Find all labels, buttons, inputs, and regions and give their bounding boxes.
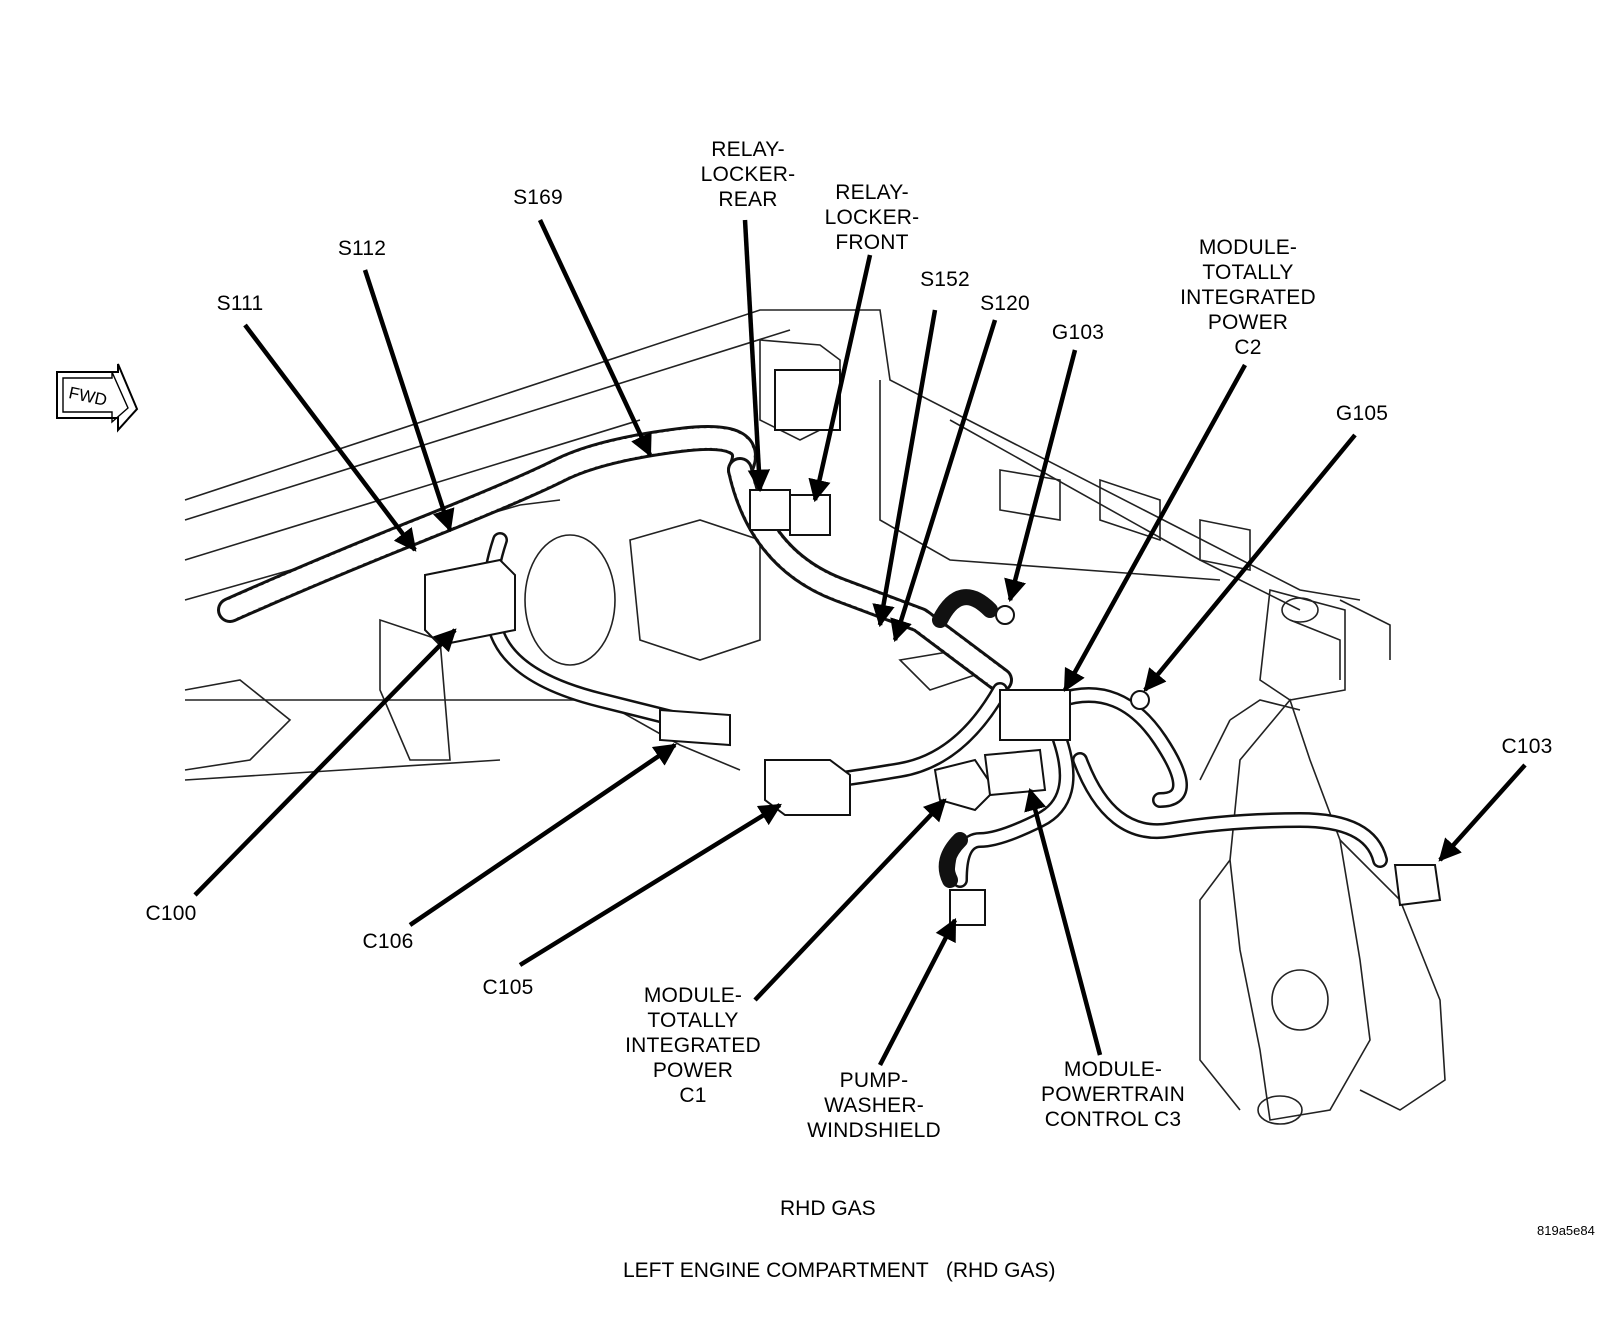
body-outline xyxy=(184,309,1446,1125)
label-g105: G105 xyxy=(1335,402,1389,425)
label-relay-locker-rear: RELAY- LOCKER- REAR xyxy=(700,138,796,211)
arrow-relay-locker-front xyxy=(808,254,873,503)
label-c103: C103 xyxy=(1501,735,1553,758)
arrow-s112 xyxy=(362,269,455,533)
label-c106: C106 xyxy=(362,930,414,953)
arrow-s152 xyxy=(872,309,938,628)
g105-ground-part xyxy=(1130,690,1150,710)
variant-caption: RHD GAS xyxy=(780,1197,876,1220)
label-s111: S111 xyxy=(216,292,264,315)
arrow-c100 xyxy=(193,628,457,897)
label-s152: S152 xyxy=(920,268,970,291)
figure-code: 819a5e84 xyxy=(1537,1223,1595,1238)
figure-title: LEFT ENGINE COMPARTMENT (RHD GAS) xyxy=(623,1259,1056,1282)
arrow-c103 xyxy=(1438,763,1527,862)
components xyxy=(424,369,1442,926)
label-s120: S120 xyxy=(980,292,1030,315)
relay-locker-rear-part xyxy=(749,489,791,531)
arrow-c105 xyxy=(518,803,782,967)
label-c105: C105 xyxy=(482,976,534,999)
arrow-g105 xyxy=(1143,433,1357,692)
arrow-pump-washer xyxy=(878,918,957,1067)
label-pump-washer-windshield: PUMP- WASHER- WINDSHIELD xyxy=(807,1069,941,1142)
label-module-powertrain-c3: MODULE- POWERTRAIN CONTROL C3 xyxy=(1041,1058,1185,1131)
c105-connector-part xyxy=(764,759,851,816)
label-module-tipm-c1: MODULE- TOTALLY INTEGRATED POWER C1 xyxy=(625,984,761,1107)
label-module-tipm-c2: MODULE- TOTALLY INTEGRATED POWER C2 xyxy=(1180,236,1316,359)
c106-connector-part xyxy=(659,708,731,747)
tipm-c1-connector-part xyxy=(933,758,997,812)
arrow-pcm-c3 xyxy=(1024,787,1103,1056)
g103-ground-part xyxy=(995,605,1015,625)
arrow-s111 xyxy=(243,323,417,552)
label-s169: S169 xyxy=(513,186,563,209)
c103-connector-part xyxy=(1393,864,1442,907)
relay-locker-front-part xyxy=(789,494,831,536)
label-relay-locker-front: RELAY- LOCKER- FRONT xyxy=(824,181,920,254)
label-c100: C100 xyxy=(145,902,197,925)
arrow-tipm-c1 xyxy=(753,798,947,1002)
label-s112: S112 xyxy=(337,237,387,260)
label-g103: G103 xyxy=(1051,321,1105,344)
arrow-tipm-c2 xyxy=(1063,363,1247,692)
arrow-relay-locker-rear xyxy=(742,219,771,493)
relay-bracket-part xyxy=(774,369,841,431)
arrow-s169 xyxy=(537,219,653,458)
c100-connector-part xyxy=(424,558,516,647)
fwd-arrow-icon: FWD xyxy=(56,363,139,433)
arrow-c106 xyxy=(408,743,677,927)
washer-pump-connector-part xyxy=(949,889,986,926)
arrow-s120 xyxy=(890,319,998,643)
tipm-c2-connector-part xyxy=(999,689,1071,741)
arrow-g103 xyxy=(1004,349,1078,603)
pcm-c3-connector-part xyxy=(983,748,1047,797)
leader-arrows xyxy=(193,219,1527,1067)
